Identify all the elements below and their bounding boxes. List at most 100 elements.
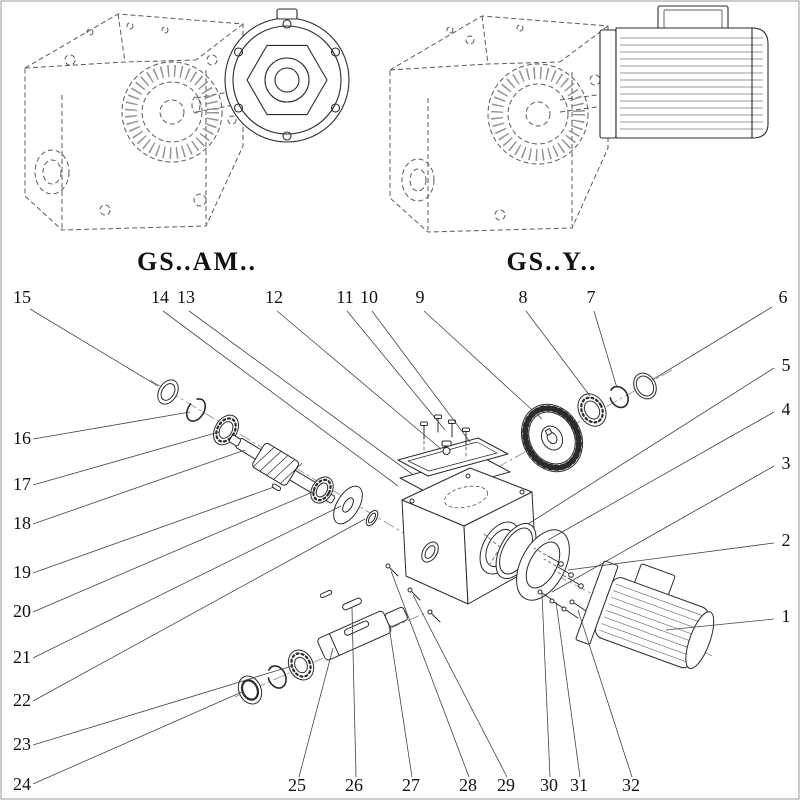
leader-line-20 [32,490,316,613]
callout-5: 5 [782,355,791,375]
leader-line-25 [298,647,334,778]
callout-22: 22 [13,690,31,710]
leader-line-6 [651,306,773,381]
motor-drawing [599,5,769,139]
bearing [577,393,607,427]
input-bore [421,541,439,563]
gearbox-am-drawing [24,8,350,231]
callout-30: 30 [540,775,558,795]
bearing [310,476,334,504]
worm-wheel-hatch [491,67,585,161]
leader-line-17 [32,431,220,486]
pin [319,589,333,599]
leader-lines [29,306,775,785]
callout-25: 25 [288,775,306,795]
leader-line-18 [32,449,246,525]
callout-11: 11 [336,287,353,307]
circlip [267,665,287,689]
callout-27: 27 [402,775,420,795]
leader-line-2 [567,542,775,571]
callout-6: 6 [779,287,788,307]
pin [271,483,282,492]
callout-31: 31 [570,775,588,795]
leader-line-27 [388,625,413,778]
callout-3: 3 [782,453,791,473]
callout-18: 18 [13,513,31,533]
callout-16: 16 [13,428,31,448]
leader-line-21 [32,505,342,659]
flange-bolts [533,547,584,589]
callout-26: 26 [345,775,363,795]
shim-ring [633,372,657,400]
callout-15: 15 [13,287,31,307]
leader-line-23 [32,665,293,746]
callout-28: 28 [459,775,477,795]
leader-line-15 [29,308,159,387]
variant-label-am: GS..AM.. [137,247,257,276]
leader-line-1 [665,618,775,631]
gear-parts [520,372,657,473]
leader-line-19 [32,486,275,574]
bearing [287,649,315,681]
callout-21: 21 [13,647,31,667]
callout-2: 2 [782,530,791,550]
leader-line-8 [525,310,591,397]
leader-line-24 [32,691,243,785]
output-shaft-parts [237,589,408,705]
leader-line-4 [547,411,775,541]
leader-line-30 [541,593,551,778]
callout-8: 8 [519,287,528,307]
callout-4: 4 [782,399,791,419]
breather-plug [441,440,452,447]
seal-ring [237,675,263,705]
o-ring [365,509,379,527]
leader-line-10 [371,310,471,443]
cover-screws [420,414,470,459]
circlip [185,398,207,422]
seal-ring [157,379,179,405]
callout-17: 17 [13,474,31,494]
callout-labels: 1 2 3 4 5 6 7 8 9 10 11 12 13 14 15 16 1… [13,287,791,795]
callout-32: 32 [622,775,640,795]
callout-24: 24 [13,774,31,794]
output-flange-drawing [224,8,350,143]
callout-14: 14 [151,287,169,307]
leader-line-13 [188,310,413,475]
callout-9: 9 [416,287,425,307]
worm-wheel-hatch [125,65,219,159]
leader-line-14 [162,310,399,487]
output-shaft [317,606,408,661]
output-flange-parts [495,522,570,601]
exploded-view: 1 2 3 4 5 6 7 8 9 10 11 12 13 14 15 16 1… [13,287,791,795]
leader-line-28 [390,570,470,778]
washer-disc [333,485,363,525]
fastener-bolts [385,547,587,623]
shaft-key [342,597,362,611]
leader-line-29 [412,594,508,778]
callout-13: 13 [177,287,195,307]
leader-line-16 [32,411,191,440]
leader-line-11 [346,310,446,431]
leader-line-3 [551,465,775,593]
callout-29: 29 [497,775,515,795]
variant-label-y: GS..Y.. [506,247,597,276]
leader-line-9 [423,310,543,420]
leader-line-5 [527,367,775,525]
callout-20: 20 [13,601,31,621]
callout-12: 12 [265,287,283,307]
leader-line-32 [577,609,633,778]
leader-line-12 [276,310,442,450]
callout-10: 10 [360,287,378,307]
callout-1: 1 [782,606,791,626]
leader-line-31 [555,601,581,778]
worm-gear [520,403,584,473]
leader-line-7 [593,310,618,389]
input-shaft-parts [157,379,379,527]
callout-7: 7 [587,287,596,307]
leader-line-26 [351,607,357,778]
leader-line-22 [32,518,366,702]
circlip [609,385,629,409]
callout-23: 23 [13,734,31,754]
